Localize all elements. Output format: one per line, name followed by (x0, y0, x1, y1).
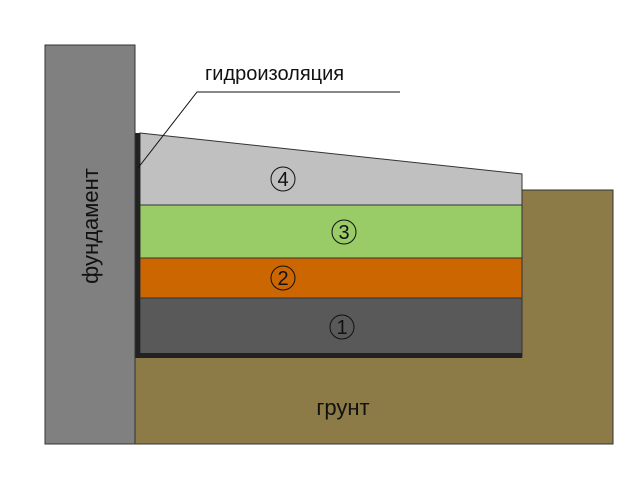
layer-number-2: 2 (270, 265, 296, 291)
waterproofing-vertical (135, 133, 140, 357)
layer-4 (139, 132, 523, 206)
layer-number-4-text: 4 (277, 169, 288, 191)
layer-number-4: 4 (270, 166, 296, 192)
waterproofing-bottom (135, 353, 522, 358)
foundation-wall (44, 44, 136, 445)
layer-1 (139, 297, 523, 355)
layer-number-1: 1 (329, 314, 355, 340)
layer-number-3-text: 3 (338, 222, 349, 244)
layer-number-2-text: 2 (277, 268, 288, 290)
layer-3 (139, 204, 523, 259)
soil-label: грунт (316, 395, 369, 420)
layer-number-3: 3 (331, 219, 357, 245)
waterproofing-leader-line (137, 91, 400, 169)
layer-2 (139, 257, 523, 299)
waterproofing-label: гидроизоляция (205, 63, 344, 85)
foundation-label: фундамент (78, 168, 103, 284)
layer-number-1-text: 1 (336, 317, 347, 339)
